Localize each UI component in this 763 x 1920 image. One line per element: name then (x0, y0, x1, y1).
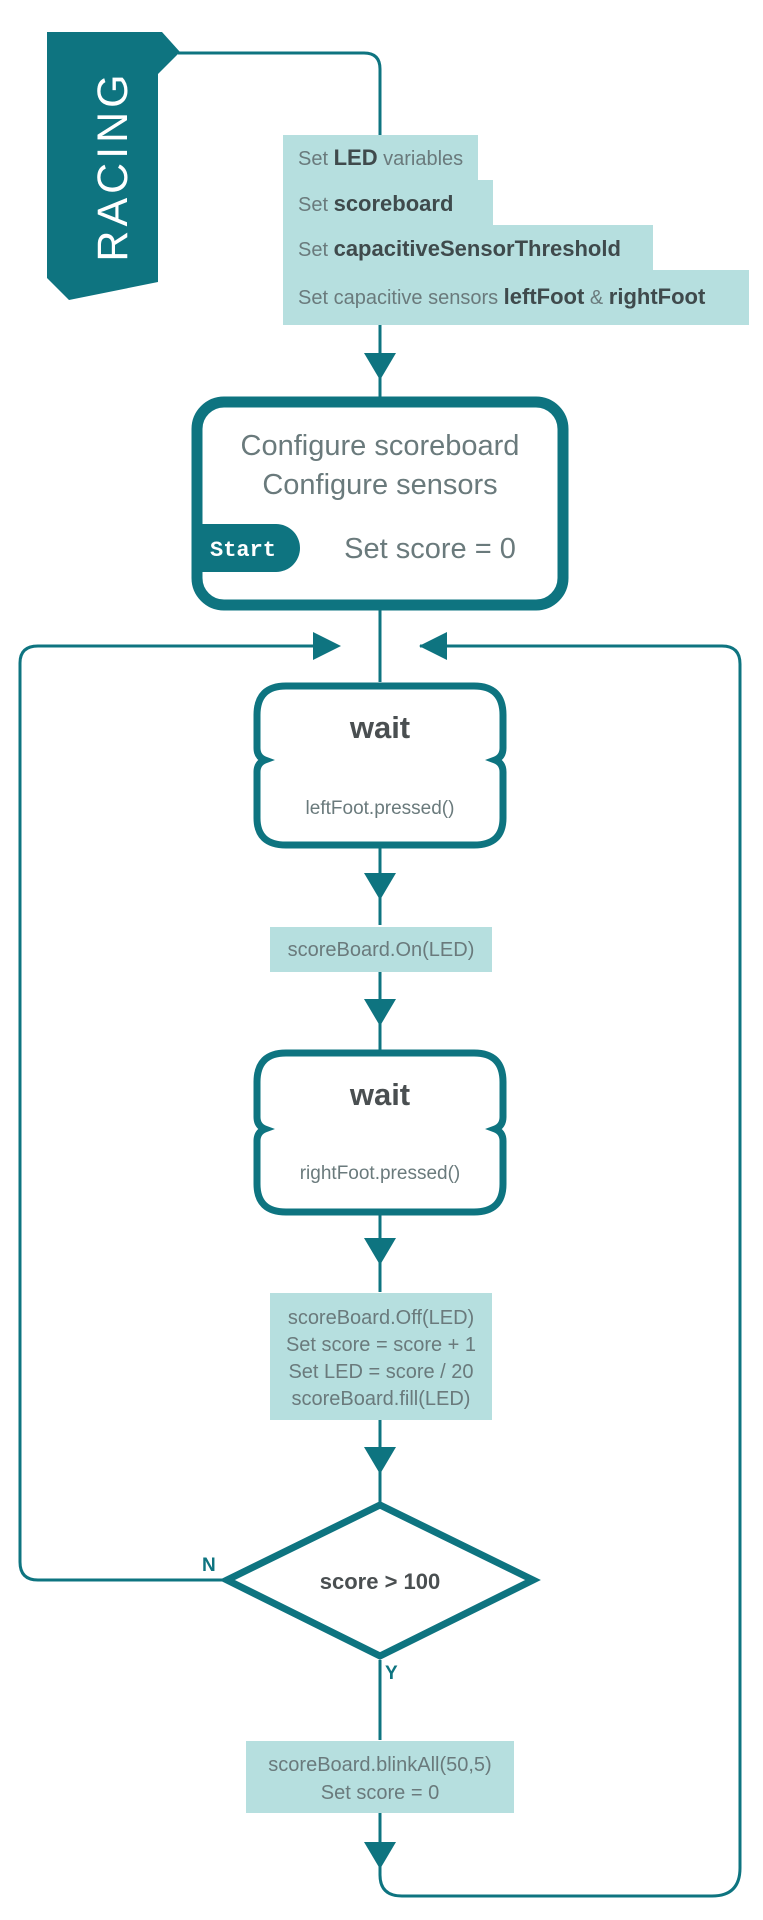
title-tab-label: RACING (89, 70, 137, 261)
setup-line-text: Set (298, 148, 334, 170)
setup-box-bg (283, 180, 493, 228)
configure-block: Configure scoreboard Configure sensors S… (191, 396, 569, 611)
setup-line-text: Set (298, 194, 334, 216)
reset-line: scoreBoard.blinkAll(50,5) (268, 1754, 491, 1776)
configure-sensors-text: Configure sensors (262, 469, 497, 501)
setup-box-bg (283, 135, 478, 183)
reset-box: scoreBoard.blinkAll(50,5) Set score = 0 (246, 1741, 514, 1813)
right-arrow (313, 632, 341, 660)
setup-line-keyword: capacitiveSensorThreshold (334, 236, 621, 261)
setup-line-keyword: leftFoot (504, 284, 585, 309)
setup-line-text: variables (378, 148, 464, 170)
down-arrow (364, 999, 396, 1026)
setup-line-text: & (584, 287, 608, 309)
no-loop-line (18, 644, 320, 1582)
setup-line: Set LED variables (298, 145, 463, 170)
scoreboard-on-bg (270, 927, 492, 972)
decision-condition: score > 100 (320, 1569, 440, 1594)
setup-line-text: Set (298, 239, 334, 261)
setup-box-bg (283, 225, 653, 273)
start-label: Start (210, 538, 276, 563)
setup-line: Set scoreboard (298, 191, 453, 216)
update-line: Set score = score + 1 (286, 1334, 476, 1356)
score-update-box: scoreBoard.Off(LED) Set score = score + … (270, 1293, 492, 1420)
setup-line-keyword: rightFoot (609, 284, 706, 309)
down-arrow (364, 1238, 396, 1265)
setup-line-text: Set capacitive sensors (298, 287, 504, 309)
wait-block-frame (253, 1049, 507, 1216)
title-tab-shape (47, 32, 180, 300)
update-line: Set LED = score / 20 (288, 1361, 473, 1383)
reset-bg (246, 1741, 514, 1813)
scoreboard-on-box: scoreBoard.On(LED) (270, 927, 492, 972)
decision-diamond: score > 100 N Y (202, 1501, 541, 1684)
decision-shape (219, 1501, 541, 1660)
wait-title: wait (349, 710, 410, 745)
left-arrow (419, 632, 447, 660)
wait-block-frame (253, 682, 507, 849)
setup-line: Set capacitiveSensorThreshold (298, 236, 621, 261)
setup-line-keyword: LED (334, 145, 378, 170)
configure-scoreboard-text: Configure scoreboard (241, 430, 520, 462)
wait-title: wait (349, 1077, 410, 1112)
wait-condition: rightFoot.pressed() (300, 1163, 461, 1184)
down-arrow (364, 1447, 396, 1474)
title-tab: RACING (47, 32, 180, 300)
wait-block-leftfoot: wait leftFoot.pressed() (253, 682, 507, 849)
setup-line: Set capacitive sensors leftFoot & rightF… (298, 284, 706, 309)
score-update-bg (270, 1293, 492, 1420)
yes-loop-line (378, 644, 742, 1898)
update-line: scoreBoard.Off(LED) (288, 1307, 474, 1329)
down-arrow (364, 353, 396, 380)
yes-label: Y (385, 1663, 398, 1684)
down-arrow (364, 1842, 396, 1869)
down-arrow (364, 873, 396, 900)
reset-line: Set score = 0 (321, 1782, 439, 1804)
start-tab (197, 524, 300, 572)
title-connector (178, 51, 382, 135)
arrowheads (313, 353, 447, 1869)
wait-condition: leftFoot.pressed() (306, 798, 455, 819)
update-line: scoreBoard.fill(LED) (292, 1388, 471, 1410)
setup-box-bg (283, 270, 749, 325)
no-label: N (202, 1555, 216, 1576)
setup-line-keyword: scoreboard (334, 191, 454, 216)
set-score-zero-text: Set score = 0 (344, 533, 516, 565)
scoreboard-on-text: scoreBoard.On(LED) (288, 939, 475, 961)
wait-block-rightfoot: wait rightFoot.pressed() (253, 1049, 507, 1216)
